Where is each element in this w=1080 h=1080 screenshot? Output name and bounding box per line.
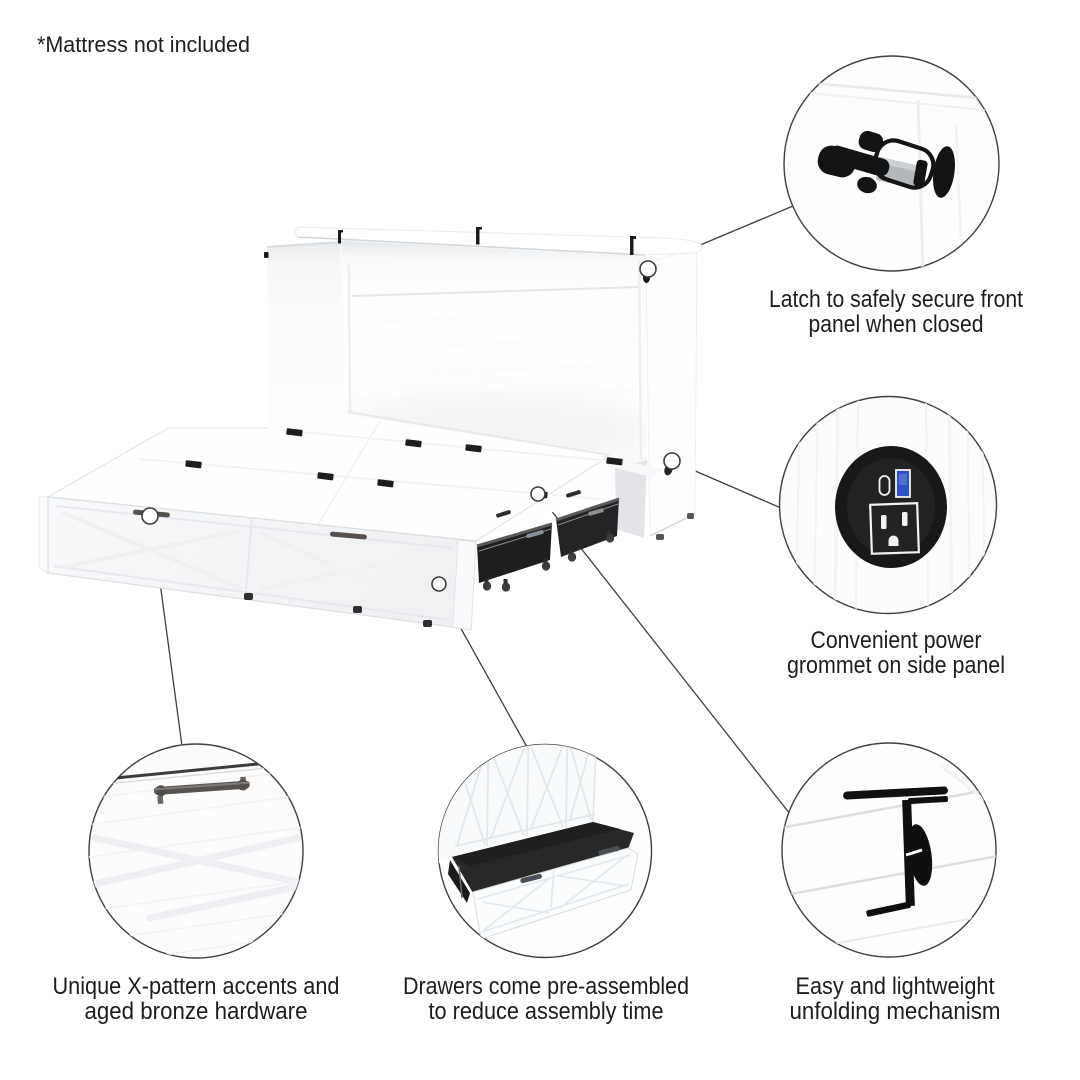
svg-text:aged bronze hardware: aged bronze hardware xyxy=(85,998,308,1025)
svg-text:*Mattress not included: *Mattress not included xyxy=(37,32,250,57)
svg-text:unfolding mechanism: unfolding mechanism xyxy=(790,998,1001,1025)
svg-text:Unique X-pattern accents and: Unique X-pattern accents and xyxy=(53,973,340,1000)
svg-text:panel when closed: panel when closed xyxy=(809,311,984,338)
svg-text:Drawers come pre-assembled: Drawers come pre-assembled xyxy=(403,973,689,1000)
svg-text:Convenient power: Convenient power xyxy=(811,627,982,654)
svg-text:to reduce assembly time: to reduce assembly time xyxy=(429,998,664,1025)
svg-text:Easy and lightweight: Easy and lightweight xyxy=(796,973,995,1000)
svg-text:grommet on side panel: grommet on side panel xyxy=(787,652,1005,679)
svg-text:Latch to safely secure front: Latch to safely secure front xyxy=(769,286,1023,313)
